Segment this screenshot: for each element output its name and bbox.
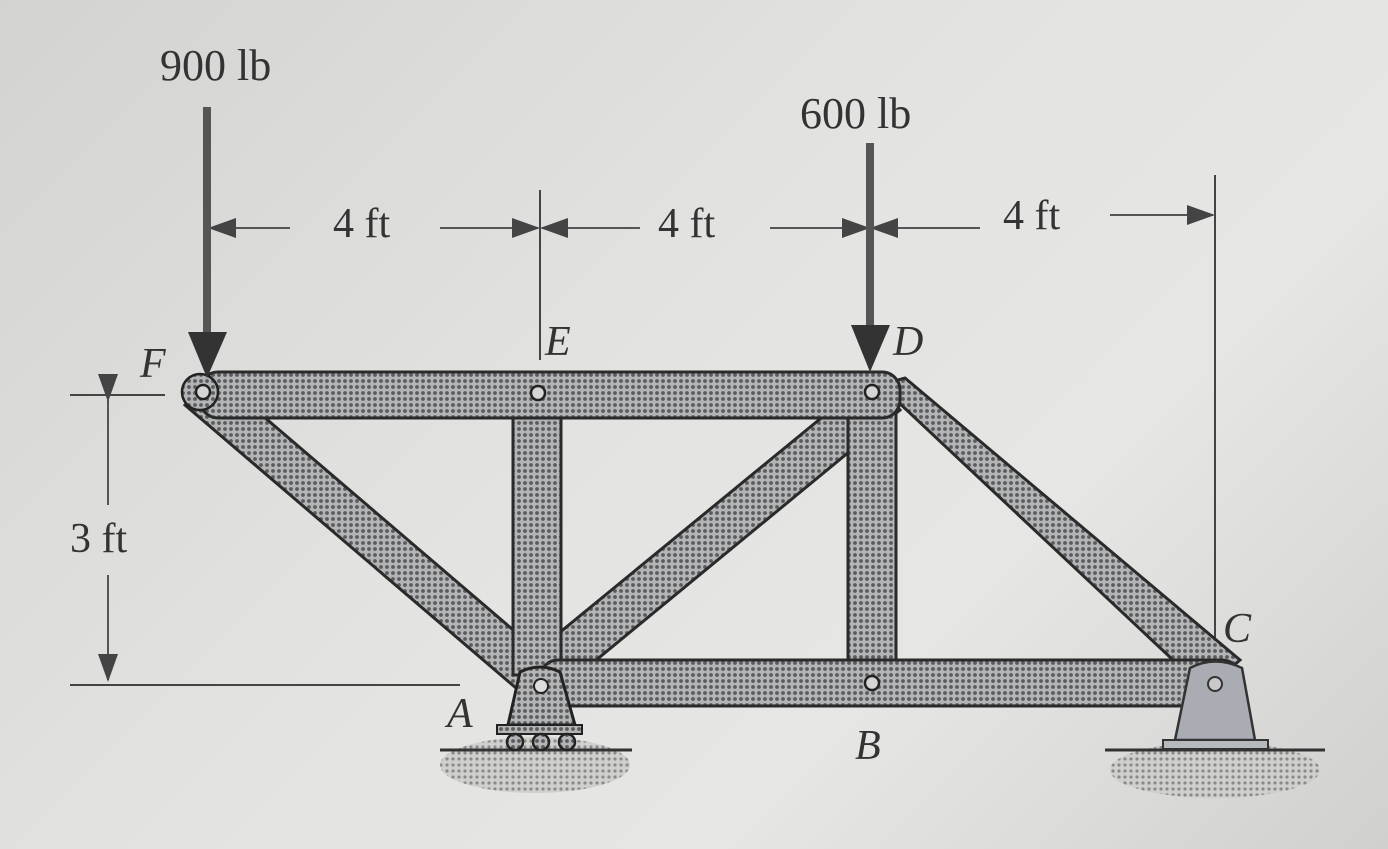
node-label-f: F (140, 341, 166, 387)
node-label-b: B (855, 723, 881, 769)
load-label-d: 600 lb (800, 89, 912, 138)
member-ad (517, 375, 903, 701)
truss-members (182, 370, 1243, 708)
ground-c (1110, 742, 1320, 798)
load-arrow-f (188, 107, 227, 378)
dimension-ed: 4 ft (658, 201, 716, 247)
dimension-height: 3 ft (70, 516, 128, 562)
load-label-f: 900 lb (160, 41, 272, 90)
dimension-dc: 4 ft (1003, 193, 1061, 239)
member-db (846, 393, 898, 687)
node-label-d: D (893, 319, 924, 365)
dimension-fe: 4 ft (333, 201, 391, 247)
member-dc (877, 376, 1243, 693)
support-c-pin (1162, 660, 1269, 750)
node-label-a: A (447, 691, 473, 737)
member-abc (538, 658, 1242, 708)
member-fa (182, 372, 563, 703)
node-label-e: E (545, 319, 571, 365)
member-fed (198, 370, 902, 420)
node-label-c: C (1223, 606, 1252, 652)
support-a-roller (496, 665, 583, 752)
load-arrow-d (851, 143, 890, 372)
member-ea (511, 393, 563, 677)
